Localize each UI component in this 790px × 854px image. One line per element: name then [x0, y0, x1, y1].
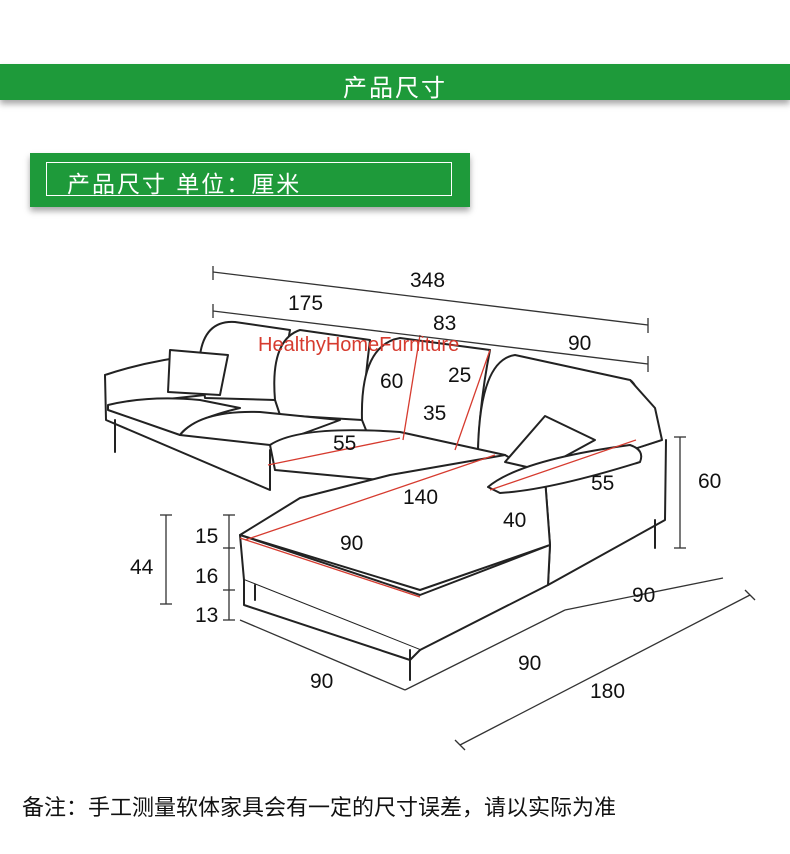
label-seat-cushion: 55 — [333, 432, 356, 455]
label-chaise-width: 90 — [340, 532, 363, 555]
sofa-drawing — [104, 320, 667, 681]
label-seat-depth: 35 — [423, 402, 446, 425]
header-banner: 产品尺寸 — [0, 64, 790, 102]
label-arm-width: 40 — [503, 509, 526, 532]
label-cushion-thickness: 15 — [195, 525, 218, 548]
chaise-base-front — [243, 579, 421, 661]
footnote: 备注：手工测量软体家具会有一定的尺寸误差，请以实际为准 — [22, 796, 617, 821]
bolster-cushion — [487, 444, 643, 494]
label-base-height: 16 — [195, 565, 218, 588]
label-chaise-length: 140 — [403, 486, 438, 509]
label-backrest-top: 25 — [448, 364, 471, 387]
label-depth-right: 90 — [632, 584, 655, 607]
subheader-banner: 产品尺寸 单位：厘米 — [30, 153, 470, 207]
label-back-height: 60 — [698, 470, 721, 493]
pillow-left — [167, 349, 229, 396]
red-measure-lines — [239, 334, 637, 598]
label-total-length: 348 — [410, 269, 445, 292]
label-total-depth: 180 — [590, 680, 625, 703]
watermark-text: HealthyHomeFurniture — [258, 334, 459, 356]
label-depth-front: 90 — [310, 670, 333, 693]
label-backrest-height: 60 — [380, 370, 403, 393]
subheader-title: 产品尺寸 单位：厘米 — [67, 172, 302, 198]
label-right-cushion: 55 — [591, 472, 614, 495]
dimension-lines — [160, 266, 756, 751]
dimension-labels: 348 175 83 90 60 25 35 55 55 60 140 40 9… — [130, 269, 721, 703]
label-right-section: 90 — [568, 332, 591, 355]
subheader-frame: 产品尺寸 单位：厘米 — [46, 162, 452, 198]
header-title: 产品尺寸 — [343, 74, 447, 102]
label-middle-section: 83 — [433, 312, 456, 335]
label-leg-height: 13 — [195, 604, 218, 627]
label-seat-height: 44 — [130, 556, 154, 579]
label-depth-middle: 90 — [518, 652, 541, 675]
label-main-section: 175 — [288, 292, 323, 315]
